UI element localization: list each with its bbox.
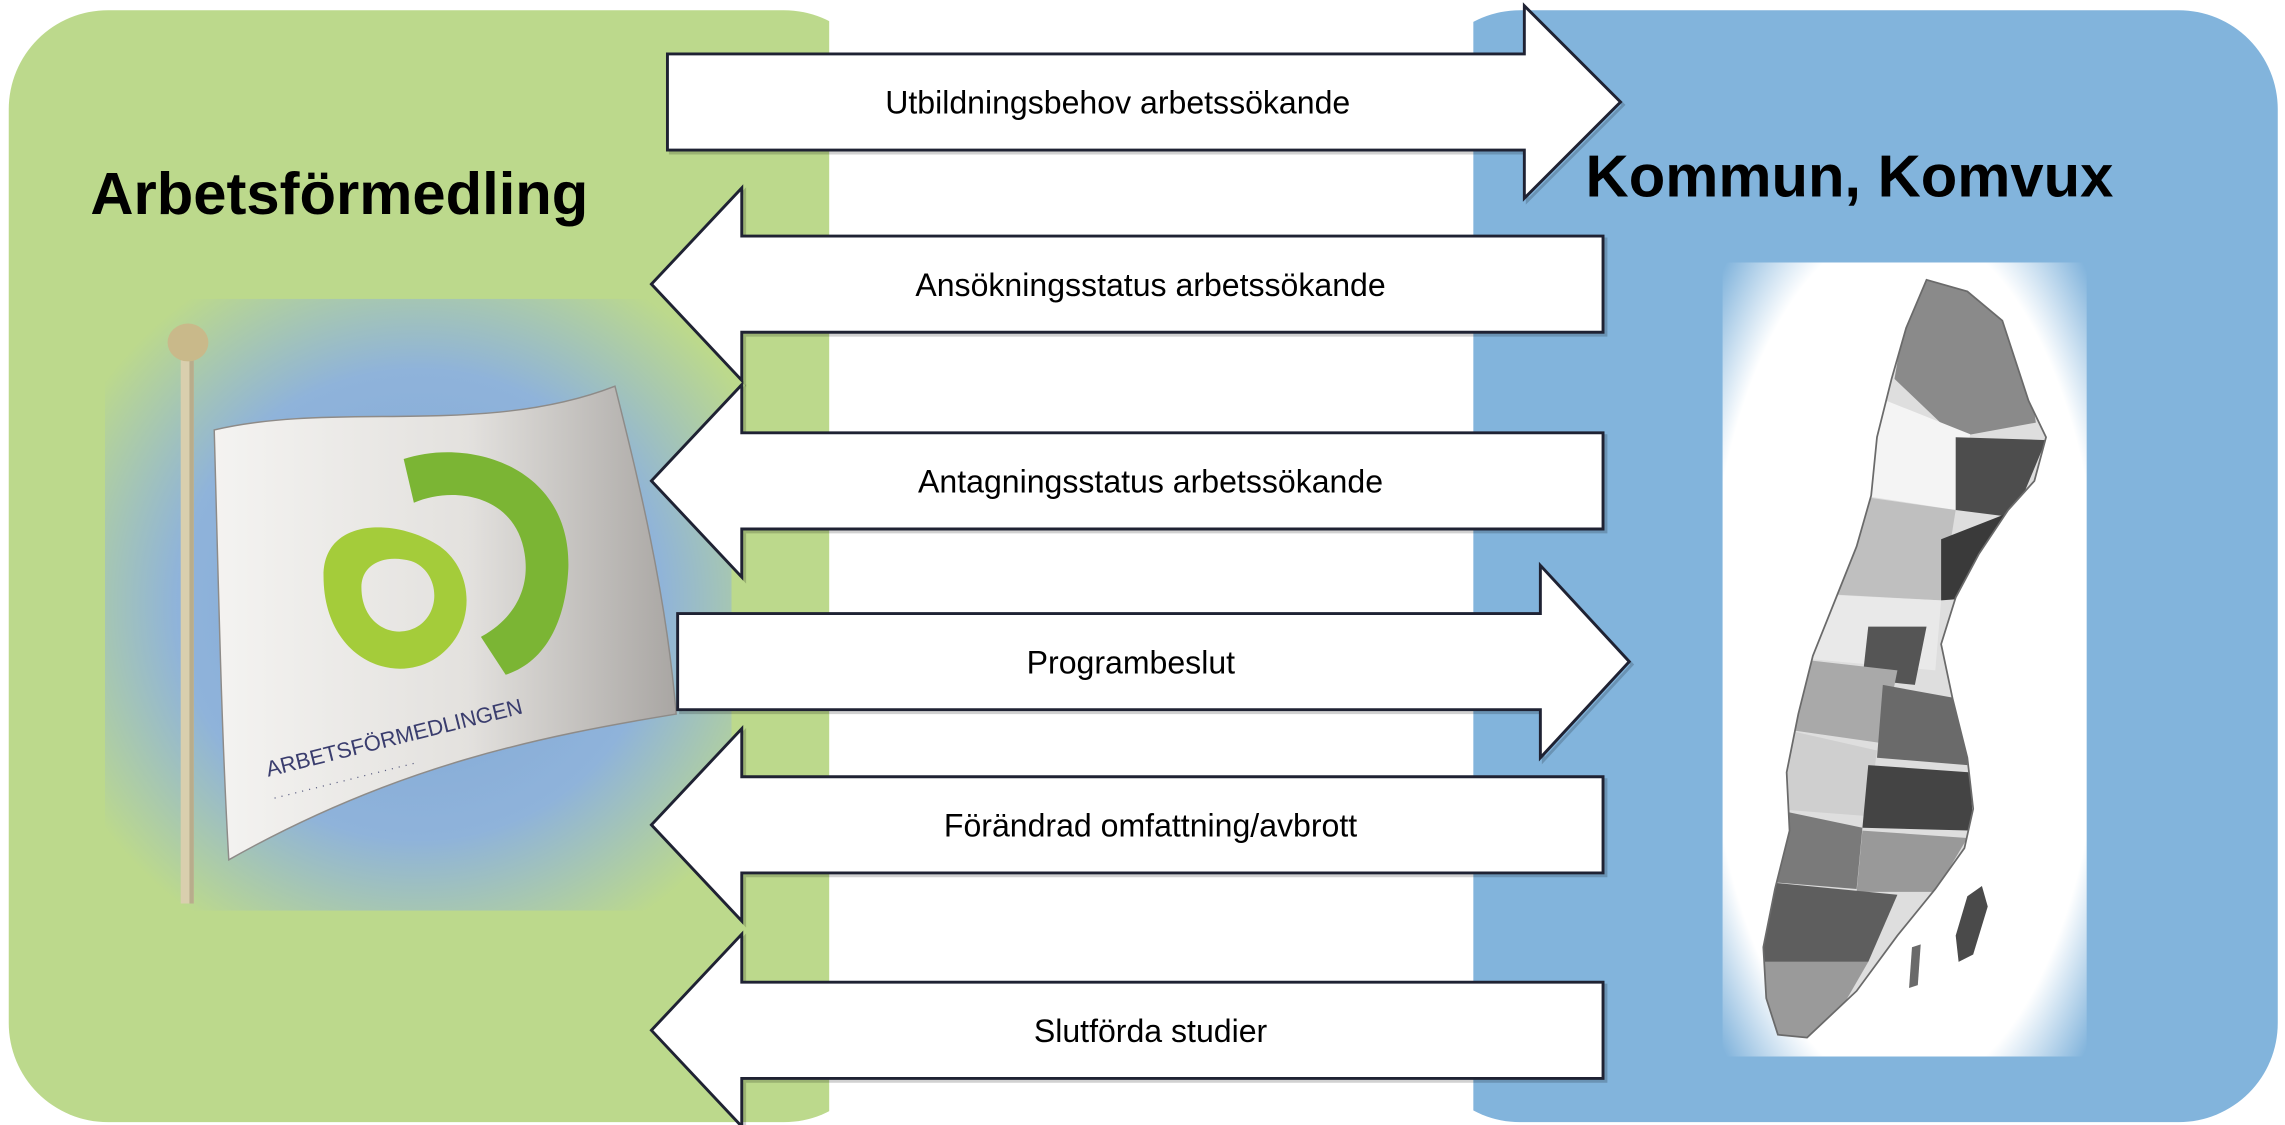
flow-arrow-4: Programbeslut [676,561,1635,765]
flag-photo: ARBETSFÖRMEDLINGEN · · · · · · · · · · ·… [104,298,732,911]
flow-label: Slutförda studier [1034,1013,1268,1049]
arrow-shape [676,561,1632,762]
flow-arrow-3: Antagningsstatus arbetssökande [649,381,1608,584]
flow-arrow-5: Förändrad omfattning/avbrott [649,724,1608,928]
municipality-map [1722,262,2087,1057]
arrow-shape [665,2,1623,202]
flow-label: Antagningsstatus arbetssökande [918,464,1383,500]
arrow-shape [649,381,1605,581]
arrow-shape [649,724,1605,925]
flow-label: Ansökningsstatus arbetssökande [915,267,1385,303]
right-party-title: Kommun, Komvux [1585,142,2114,210]
flow-arrow-6: Slutförda studier [649,930,1608,1125]
left-party-title: Arbetsförmedling [90,160,589,228]
flow-arrow-1: Utbildningsbehov arbetssökande [665,2,1626,205]
arrow-shape [649,184,1605,385]
flow-label: Utbildningsbehov arbetssökande [885,85,1350,121]
flow-label: Programbeslut [1027,644,1235,680]
flow-arrow-2: Ansökningsstatus arbetssökande [649,184,1608,387]
flow-label: Förändrad omfattning/avbrott [944,807,1357,843]
arrow-shape [649,930,1605,1125]
flow-channel [829,0,1474,1125]
